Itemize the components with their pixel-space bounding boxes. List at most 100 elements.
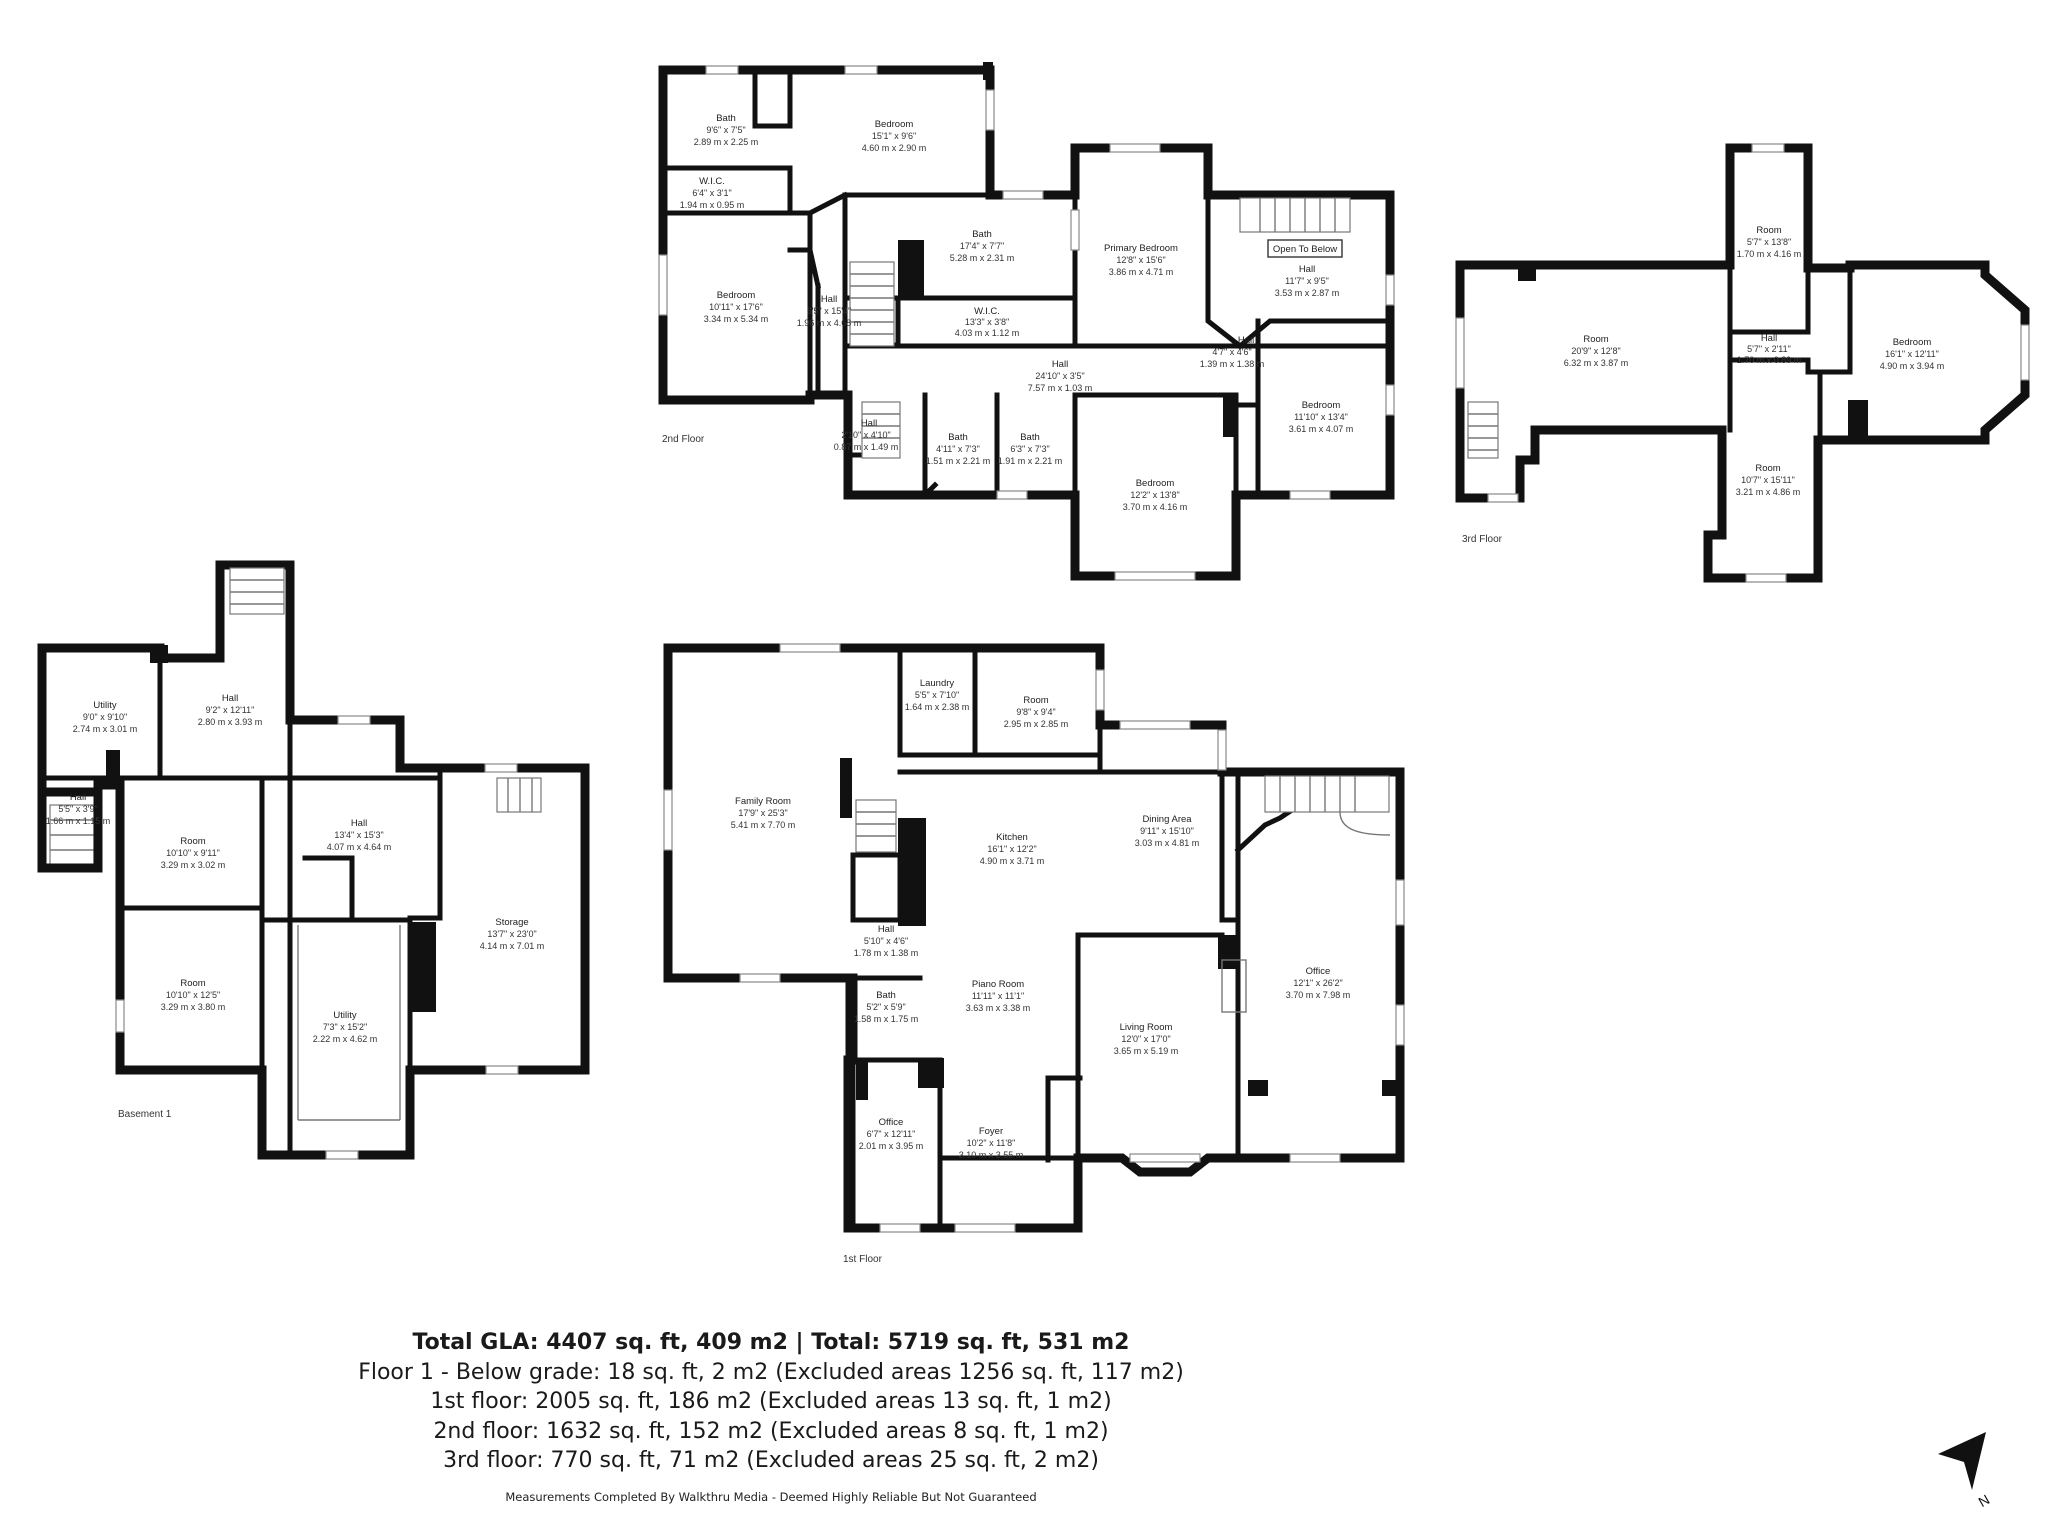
room-name: Room xyxy=(180,978,205,989)
room-dims-metric: 3.34 m x 5.34 m xyxy=(704,314,769,324)
room-dims-metric: 1.64 m x 2.38 m xyxy=(905,702,970,712)
summary-floor1-below: Floor 1 - Below grade: 18 sq. ft, 2 m2 (… xyxy=(358,1359,1184,1385)
open-to-below-box xyxy=(1267,239,1343,258)
room-name: Piano Room xyxy=(972,979,1024,990)
basement-pilaster xyxy=(150,645,168,663)
room-dims-imperial: 9'6" x 7'5" xyxy=(706,125,745,135)
room-dims-metric: 4.60 m x 2.90 m xyxy=(862,143,927,153)
room-dims-metric: 3.70 m x 4.16 m xyxy=(1123,502,1188,512)
room-dims-imperial: 4'7" x 4'6" xyxy=(1212,347,1251,357)
room-name: Hall xyxy=(821,294,837,305)
open-to-below-label: Open To Below xyxy=(1273,244,1337,255)
second-floor-chimney xyxy=(898,240,924,296)
room-name: Office xyxy=(1306,966,1331,977)
room-dims-imperial: 5'10" x 4'6" xyxy=(864,936,908,946)
room-dims-imperial: 12'2" x 13'8" xyxy=(1130,490,1179,500)
room-dims-metric: 2.74 m x 3.01 m xyxy=(73,724,138,734)
room-dims-imperial: 11'11" x 11'1" xyxy=(972,991,1024,1001)
room-dims-metric: 1.91 m x 2.21 m xyxy=(998,456,1063,466)
floor-label-third: 3rd Floor xyxy=(1462,534,1503,545)
room-dims-metric: 3.29 m x 3.02 m xyxy=(161,860,226,870)
compass-label: N xyxy=(1976,1491,1993,1510)
room-name: Kitchen xyxy=(996,832,1028,843)
floor-label-first: 1st Floor xyxy=(843,1254,883,1265)
summary-third-floor: 3rd floor: 770 sq. ft, 71 m2 (Excluded a… xyxy=(443,1448,1099,1473)
second-floor-windows xyxy=(658,65,1395,581)
room-dims-metric: 1.78 m x 1.38 m xyxy=(854,948,919,958)
first-floor-fireplace-block xyxy=(1218,935,1238,969)
third-floor-interior-walls xyxy=(1727,262,1853,443)
room-dims-imperial: 11'10" x 13'4" xyxy=(1294,412,1348,422)
room-name: Laundry xyxy=(920,678,955,689)
room-dims-imperial: 11'7" x 9'5" xyxy=(1285,276,1329,286)
room-name: Room xyxy=(1756,225,1781,236)
room-dims-metric: 3.29 m x 3.80 m xyxy=(161,1002,226,1012)
room-dims-metric: 4.03 m x 1.12 m xyxy=(955,328,1020,338)
room-dims-imperial: 13'4" x 15'3" xyxy=(334,830,383,840)
room-name: Utility xyxy=(93,700,116,711)
room-name: Bedroom xyxy=(717,290,756,301)
first-floor-fireplace xyxy=(1221,959,1247,1013)
basement-chimney xyxy=(410,922,436,1012)
room-name: Bedroom xyxy=(875,119,914,130)
room-name: Hall xyxy=(878,924,894,935)
room-name: Hall xyxy=(351,818,367,829)
room-dims-imperial: 10'7" x 15'11" xyxy=(1741,475,1795,485)
room-name: W.I.C. xyxy=(699,176,725,187)
room-dims-imperial: 9'2" x 12'11" xyxy=(206,705,255,715)
room-dims-imperial: 12'0" x 17'0" xyxy=(1121,1034,1170,1044)
second-floor-plan: Open To Below Bath 9'6" x 7'5" 2.89 m x … xyxy=(658,62,1395,581)
room-dims-imperial: 17'9" x 25'3" xyxy=(738,808,787,818)
room-name: Hall xyxy=(1761,333,1777,344)
third-floor-plan: Room 5'7" x 13'8" 1.70 m x 4.16 m Room 2… xyxy=(1455,143,2030,583)
basement-column xyxy=(106,750,120,778)
room-dims-metric: 2.89 m x 2.25 m xyxy=(694,137,759,147)
summary-second-floor: 2nd floor: 1632 sq. ft, 152 m2 (Excluded… xyxy=(433,1418,1109,1444)
room-dims-metric: 1.96 m x 4.68 m xyxy=(797,318,862,328)
room-name: Dining Area xyxy=(1142,814,1192,825)
room-dims-metric: 5.41 m x 7.70 m xyxy=(731,820,796,830)
room-name: Bath xyxy=(972,229,992,240)
room-name: W.I.C. xyxy=(974,306,1000,317)
room-dims-imperial: 6'4" x 3'1" xyxy=(692,188,731,198)
room-dims-metric: 1.66 m x 1.15 m xyxy=(46,816,111,826)
footer-disclaimer: Measurements Completed By Walkthru Media… xyxy=(505,1490,1037,1504)
room-dims-metric: 4.07 m x 4.64 m xyxy=(327,842,392,852)
room-dims-metric: 2.80 m x 3.93 m xyxy=(198,717,263,727)
basement-windows xyxy=(115,715,519,1160)
room-name: Bedroom xyxy=(1302,400,1341,411)
room-dims-imperial: 16'1" x 12'11" xyxy=(1885,349,1939,359)
floor-label-basement: Basement 1 xyxy=(118,1109,172,1120)
first-floor-pier-3 xyxy=(856,1060,868,1100)
room-name: Bedroom xyxy=(1136,478,1175,489)
room-name: Hall xyxy=(70,792,86,803)
room-name: Living Room xyxy=(1120,1022,1173,1033)
second-floor-pilaster xyxy=(983,62,993,80)
room-dims-imperial: 5'7" x 13'8" xyxy=(1747,237,1791,247)
north-arrow-icon: N xyxy=(1938,1432,1993,1510)
third-floor-column xyxy=(1848,400,1868,436)
room-dims-imperial: 10'10" x 9'11" xyxy=(166,848,220,858)
room-name: Hall xyxy=(1238,335,1254,346)
third-floor-stairs xyxy=(1467,401,1499,459)
room-dims-metric: 3.61 m x 4.07 m xyxy=(1289,424,1354,434)
room-dims-metric: 0.87 m x 1.49 m xyxy=(834,442,899,452)
first-floor-stairs xyxy=(855,775,1391,853)
floor-label-second: 2nd Floor xyxy=(662,434,705,445)
room-name: Hall xyxy=(222,693,238,704)
room-dims-metric: 3.21 m x 4.86 m xyxy=(1736,487,1801,497)
room-dims-imperial: 16'1" x 12'2" xyxy=(987,844,1036,854)
room-name: Hall xyxy=(1299,264,1315,275)
room-dims-metric: 3.53 m x 2.87 m xyxy=(1275,288,1340,298)
room-name: Room xyxy=(1755,463,1780,474)
summary-total: Total GLA: 4407 sq. ft, 409 m2 | Total: … xyxy=(412,1330,1130,1355)
room-dims-metric: 3.70 m x 7.98 m xyxy=(1286,990,1351,1000)
room-dims-imperial: 10'10" x 12'5" xyxy=(166,990,220,1000)
room-name: Utility xyxy=(333,1010,356,1021)
first-floor-windows xyxy=(663,643,1405,1233)
room-dims-imperial: 10'11" x 17'6" xyxy=(709,302,763,312)
third-floor-chimney xyxy=(1518,265,1536,281)
room-dims-metric: 2.01 m x 3.95 m xyxy=(859,1141,924,1151)
room-dims-metric: 3.63 m x 3.38 m xyxy=(966,1003,1031,1013)
